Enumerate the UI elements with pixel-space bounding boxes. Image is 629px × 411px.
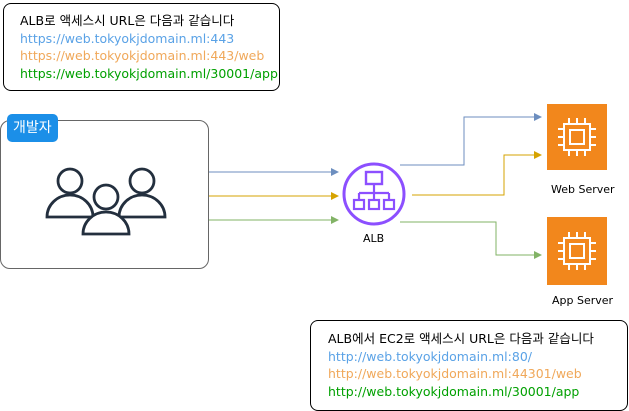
note-bottom-url-1: http://web.tokyokjdomain.ml:80/ [328, 348, 532, 364]
developer-group-label: 개발자 [7, 114, 58, 142]
web-server-label: Web Server [551, 183, 615, 196]
note-bottom-url-3: http://web.tokyokjdomain.ml/30001/app [328, 383, 580, 399]
note-bottom: ALB에서 EC2로 액세스시 URL은 다음과 같습니다 http://web… [310, 320, 628, 411]
connector-alb-to-servers [400, 113, 542, 259]
note-top: ALB로 액세스시 URL은 다음과 같습니다 https://web.toky… [3, 3, 280, 91]
app-server-label: App Server [552, 294, 614, 307]
ec2-instance-icon [547, 104, 607, 170]
ec2-instance-icon [547, 217, 607, 285]
blue-arrow-alb-web [400, 113, 542, 166]
note-top-url-3: https://web.tokyokjdomain.ml/30001/app [20, 65, 278, 81]
note-bottom-title: ALB에서 EC2로 액세스시 URL은 다음과 같습니다 [328, 331, 594, 346]
note-top-title: ALB로 액세스시 URL은 다음과 같습니다 [20, 13, 235, 28]
note-bottom-url-2: http://web.tokyokjdomain.ml:44301/web [328, 366, 582, 381]
users-icon [45, 167, 167, 236]
connector-dev-to-alb [209, 168, 339, 224]
alb-label: ALB [363, 232, 385, 245]
orange-arrow-alb-web [412, 151, 542, 196]
green-arrow-alb-app [400, 221, 542, 259]
note-top-url-2: https://web.tokyokjdomain.ml:443/web [20, 48, 265, 63]
note-top-url-1: https://web.tokyokjdomain.ml:443 [20, 30, 235, 46]
load-balancer-icon [342, 162, 406, 226]
